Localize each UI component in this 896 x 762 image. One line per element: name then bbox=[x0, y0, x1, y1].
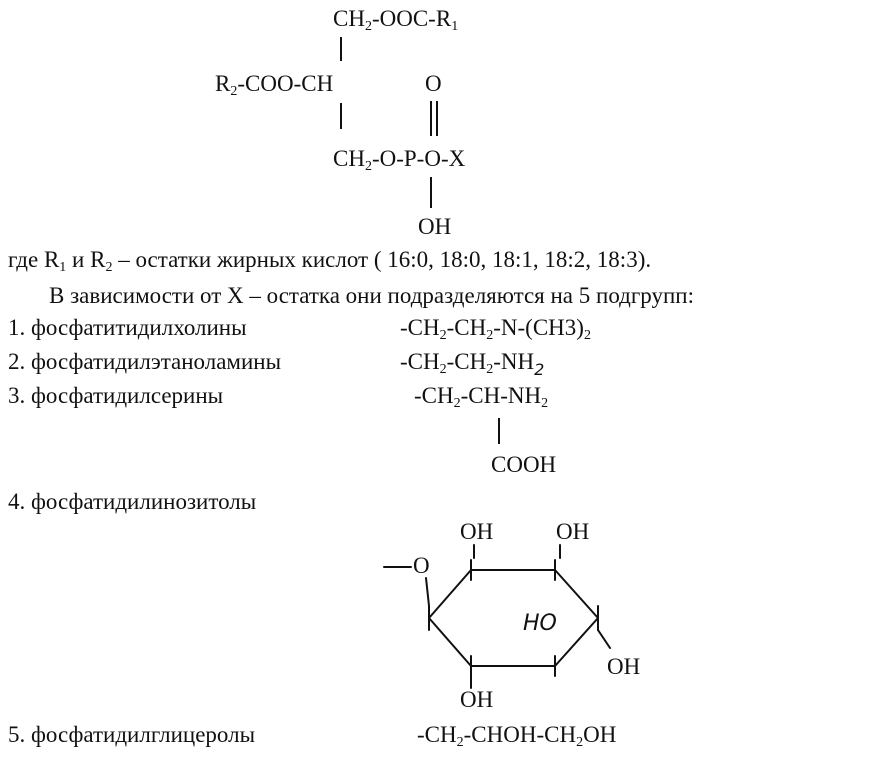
p-oh-bond bbox=[430, 177, 432, 208]
serine-cooh: COOH bbox=[491, 452, 557, 477]
item-3-label: 3. фосфатидилсерины bbox=[8, 383, 224, 408]
item-4-label: 4. фосфатидилинозитолы bbox=[8, 489, 257, 514]
glycerol-c1-group: CH2-OOC-R1 bbox=[333, 6, 459, 34]
p-o-double-bond-b bbox=[436, 101, 438, 136]
bond-c2-c3 bbox=[340, 103, 342, 129]
handwritten-subscript-2: 2 bbox=[534, 360, 545, 379]
inositol-oh-bottom: OH bbox=[460, 687, 494, 712]
glycerol-c3-phosphate: CH2-O-P-O-X bbox=[333, 146, 466, 174]
item-2-label: 2. фосфатидилэтаноламины bbox=[8, 349, 282, 374]
inositol-ho-inner: HO bbox=[523, 611, 557, 636]
item-2-formula: -CH2-CH2-NH2 bbox=[400, 349, 545, 379]
classification-line: В зависимости от X – остатка они подразд… bbox=[49, 283, 694, 308]
item-5-label: 5. фосфатидилглицеролы bbox=[8, 722, 256, 747]
bond-c1-c2 bbox=[340, 37, 342, 61]
serine-cooh-bond bbox=[498, 418, 500, 444]
item-1-formula: -CH2-CH2-N-(CH3)2 bbox=[400, 315, 591, 343]
item-3-formula: -CH2-CH-NH2 bbox=[414, 383, 549, 411]
inositol-o: O bbox=[413, 553, 430, 578]
item-5-formula: -CH2-CHOH-CH2OH bbox=[417, 722, 617, 750]
inositol-oh-top-right: OH bbox=[556, 519, 590, 544]
item-1-label: 1. фосфатитидилхолины bbox=[8, 315, 247, 340]
p-o-double-bond-a bbox=[430, 101, 432, 136]
inositol-oh-right: OH bbox=[607, 654, 641, 679]
phosphate-oh: OH bbox=[418, 214, 452, 239]
glycerol-c2-group: R2-COO-CH bbox=[215, 71, 334, 99]
where-line: где R1 и R2 – остатки жирных кислот ( 16… bbox=[8, 247, 652, 275]
inositol-oh-top-left: OH bbox=[460, 519, 494, 544]
carbonyl-oxygen: O bbox=[425, 71, 442, 96]
